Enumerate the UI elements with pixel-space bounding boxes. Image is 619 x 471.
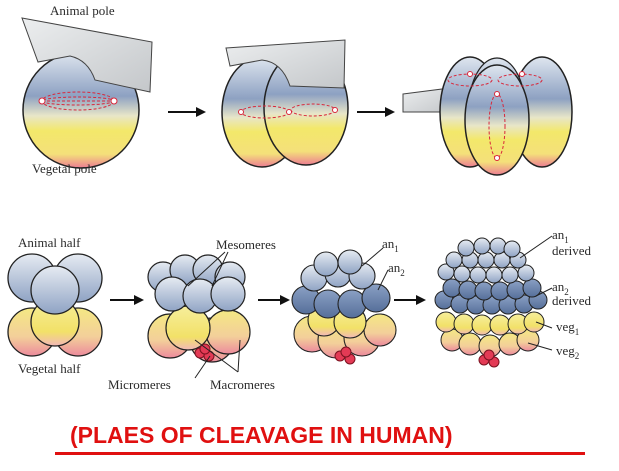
stage-5-sixteen-cell bbox=[147, 254, 251, 363]
figure-caption: (PLAES OF CLEAVAGE IN HUMAN) bbox=[70, 422, 453, 448]
label-micromeres: Micromeres bbox=[108, 377, 171, 392]
label-an2-derived-word: derived bbox=[552, 293, 591, 308]
label-veg1: veg1 bbox=[556, 319, 580, 338]
arrow-5 bbox=[394, 295, 426, 305]
arrow-2 bbox=[357, 107, 395, 117]
label-mesomeres: Mesomeres bbox=[216, 237, 276, 252]
cleavage-plane bbox=[225, 39, 346, 89]
label-vegetal-half: Vegetal half bbox=[18, 361, 81, 376]
arrow-3 bbox=[110, 295, 144, 305]
caption-underline bbox=[55, 452, 585, 455]
micromeres-cluster bbox=[334, 346, 356, 365]
stage-3-four-cell bbox=[402, 56, 573, 176]
label-macromeres: Macromeres bbox=[210, 377, 275, 392]
micromeres-cluster bbox=[478, 349, 500, 368]
leader-lines bbox=[187, 235, 553, 379]
stage-7-sixtyfour-cell bbox=[434, 237, 548, 368]
label-animal-pole: Animal pole bbox=[50, 3, 115, 18]
label-vegetal-pole: Vegetal pole bbox=[32, 161, 97, 176]
label-an1: an1 bbox=[382, 236, 399, 255]
mitotic-spindle bbox=[38, 91, 118, 111]
label-an1-derived: an1 bbox=[552, 227, 569, 246]
cleavage-plane bbox=[21, 17, 153, 93]
stage-2-two-cell bbox=[221, 39, 349, 168]
arrow-4 bbox=[258, 295, 290, 305]
stage-1-egg bbox=[21, 17, 153, 169]
arrow-1 bbox=[168, 107, 206, 117]
label-animal-half: Animal half bbox=[18, 235, 81, 250]
label-veg2: veg2 bbox=[556, 343, 580, 362]
micromeres-cluster bbox=[194, 343, 215, 362]
stage-6-thirtytwo-cell bbox=[291, 249, 397, 365]
mitotic-spindle bbox=[238, 103, 338, 119]
stage-4-eight-cell bbox=[7, 253, 103, 357]
label-an1-derived-word: derived bbox=[552, 243, 591, 258]
label-an2-derived: an2 bbox=[552, 279, 569, 298]
mitotic-spindle bbox=[447, 71, 543, 161]
label-an2: an2 bbox=[388, 260, 405, 279]
